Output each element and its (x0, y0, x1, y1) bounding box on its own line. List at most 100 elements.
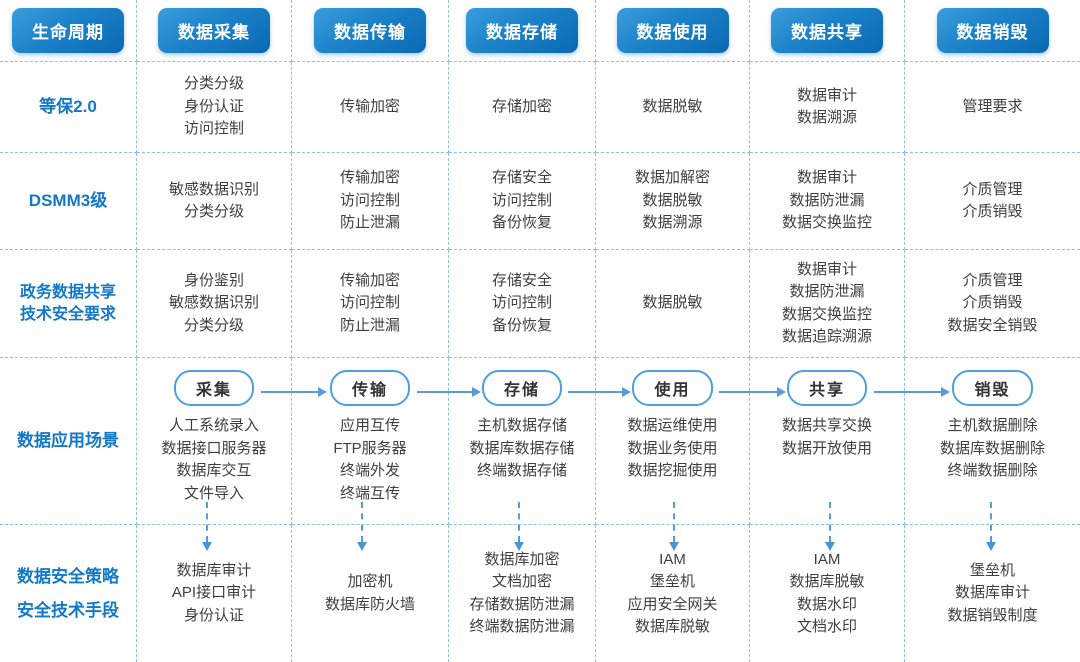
row-label-security-measures: 数据安全策略安全技术手段 (0, 525, 137, 662)
text-line: 数据库审计 (176, 561, 252, 579)
text-line: 数据防泄漏 (789, 283, 865, 300)
text-line: 存储数据防泄漏 (469, 595, 575, 613)
header-chip-usage: 数据使用 (616, 8, 729, 53)
cell-text: 存储安全访问控制备份恢复 (492, 270, 552, 338)
text-line: 政务数据共享 (19, 283, 116, 301)
text-line: 人工系统录入 (168, 417, 259, 434)
matrix-cell: 数据脱敏 (596, 62, 750, 153)
header-cell-destruction: 数据销毁 (905, 0, 1080, 62)
text-line: 数据防泄漏 (789, 191, 865, 209)
flow-arrow-icon (568, 387, 631, 397)
text-line: 堡垒机 (969, 561, 1015, 579)
text-line: 存储加密 (491, 97, 552, 115)
text-line: 数据脱敏 (642, 97, 703, 115)
matrix-cell: 数据审计数据防泄漏数据交换监控 (750, 153, 905, 250)
text-line: 访问控制 (491, 294, 552, 312)
flow-arrow-icon (417, 387, 481, 397)
text-line: 分类分级 (183, 316, 244, 334)
text-line: 加密机 (347, 573, 393, 590)
text-line: 访问控制 (183, 120, 244, 138)
text-line: 数据库防火墙 (324, 595, 415, 613)
text-line: DSMM3级 (28, 190, 108, 210)
header-chip-collection: 数据采集 (158, 8, 270, 53)
matrix-cell: 数据审计数据防泄漏数据交换监控数据追踪溯源 (750, 250, 905, 358)
cell-text: 存储安全访问控制备份恢复 (492, 167, 552, 235)
text-line: 介质管理 (962, 180, 1023, 198)
matrix-cell: 数据审计数据溯源 (750, 62, 905, 153)
text-line: 文档水印 (796, 618, 857, 635)
text-line: API接口审计 (171, 584, 257, 602)
matrix-cell: 分类分级身份认证访问控制 (137, 62, 292, 153)
stage-badge-storage: 存储 (481, 370, 562, 406)
text-line: 数据审计 (796, 86, 857, 104)
down-arrow-icon (202, 502, 212, 551)
stage-items: 数据运维使用数据业务使用数据挖掘使用 (627, 415, 717, 483)
text-line: 数据应用场景 (17, 430, 119, 450)
cell-text: 数据库审计 API接口审计身份认证 (172, 560, 256, 628)
header-cell-storage: 数据存储 (449, 0, 596, 62)
stage-items: 主机数据存储数据库数据存储终端数据存储 (469, 415, 574, 483)
text-line: 备份恢复 (491, 214, 552, 232)
text-line: 数据审计 (796, 260, 857, 278)
cell-text: 数据脱敏 (642, 96, 702, 119)
header-chip-destruction: 数据销毁 (936, 8, 1049, 53)
text-line: 数据脱敏 (642, 294, 703, 312)
flow-arrow-icon (261, 387, 327, 397)
text-line: 访问控制 (339, 294, 400, 312)
matrix-cell: 身份鉴别敏感数据识别分类分级 (137, 250, 292, 358)
text-line: 数据库数据存储 (469, 439, 575, 457)
text-line: 技术安全要求 (19, 305, 116, 323)
stage-badge-sharing: 共享 (786, 370, 867, 406)
cell-text: 数据加解密数据脱敏数据溯源 (635, 167, 710, 235)
text-line: 数据交换监控 (781, 305, 872, 323)
text-line: 分类分级 (183, 75, 244, 93)
scenario-cell-destruction: 销毁 主机数据删除数据库数据删除终端数据删除 (905, 358, 1080, 525)
text-line: 数据库数据删除 (939, 439, 1045, 457)
text-line: 存储安全 (491, 271, 552, 289)
matrix-cell: 敏感数据识别分类分级 (137, 153, 292, 250)
header-cell-sharing: 数据共享 (750, 0, 905, 62)
text-line: 数据库脱敏 (634, 618, 710, 635)
text-line: 访问控制 (339, 191, 400, 209)
stage-badge-transmission: 传输 (329, 370, 410, 406)
text-line: 数据库加密 (484, 550, 560, 568)
text-line: 数据接口服务器 (161, 439, 267, 457)
matrix-cell: 存储安全访问控制备份恢复 (449, 250, 596, 358)
stage-items: 人工系统录入数据接口服务器数据库交互文件导入 (161, 415, 266, 505)
header-cell-transmission: 数据传输 (292, 0, 449, 62)
scenario-cell-sharing: 共享 数据共享交换数据开放使用 (750, 358, 905, 525)
text-line: 文档加密 (491, 573, 552, 590)
text-line: 数据开放使用 (781, 439, 872, 457)
text-line: 安全技术手段 (17, 600, 119, 620)
text-line: 主机数据存储 (476, 417, 567, 434)
text-line: IAM (659, 550, 686, 568)
text-line: 应用互传 (339, 417, 400, 434)
text-line: 等保2.0 (39, 96, 97, 116)
cell-text: 数据审计数据防泄漏数据交换监控 (782, 167, 872, 235)
matrix-cell: 管理要求 (905, 62, 1080, 153)
text-line: 数据溯源 (796, 109, 857, 126)
text-line: 身份认证 (183, 606, 244, 624)
text-line: 访问控制 (491, 191, 552, 209)
matrix-cell: 介质管理介质销毁数据安全销毁 (905, 250, 1080, 358)
matrix-cell: 数据加解密数据脱敏数据溯源 (596, 153, 750, 250)
cell-text: 介质管理介质销毁 (962, 179, 1022, 224)
text-line: 数据销毁制度 (947, 606, 1038, 624)
text-line: 数据溯源 (642, 214, 703, 232)
stage-badge-destruction: 销毁 (952, 370, 1033, 406)
matrix-cell: 堡垒机数据库审计数据销毁制度 (905, 525, 1080, 662)
down-arrow-icon (825, 502, 835, 551)
scenario-cell-storage: 存储 主机数据存储数据库数据存储终端数据存储 (449, 358, 596, 525)
cell-text: 身份鉴别敏感数据识别分类分级 (169, 270, 259, 338)
flow-arrow-icon (719, 387, 786, 397)
stage-items: 主机数据删除数据库数据删除终端数据删除 (940, 415, 1045, 483)
text-line: 数据加解密 (634, 169, 710, 187)
text-line: 数据库脱敏 (789, 573, 865, 590)
header-chip-sharing: 数据共享 (771, 8, 883, 53)
cell-text: 传输加密访问控制防止泄漏 (340, 270, 400, 338)
matrix-cell: 传输加密访问控制防止泄漏 (292, 250, 449, 358)
matrix-cell: 传输加密 (292, 62, 449, 153)
